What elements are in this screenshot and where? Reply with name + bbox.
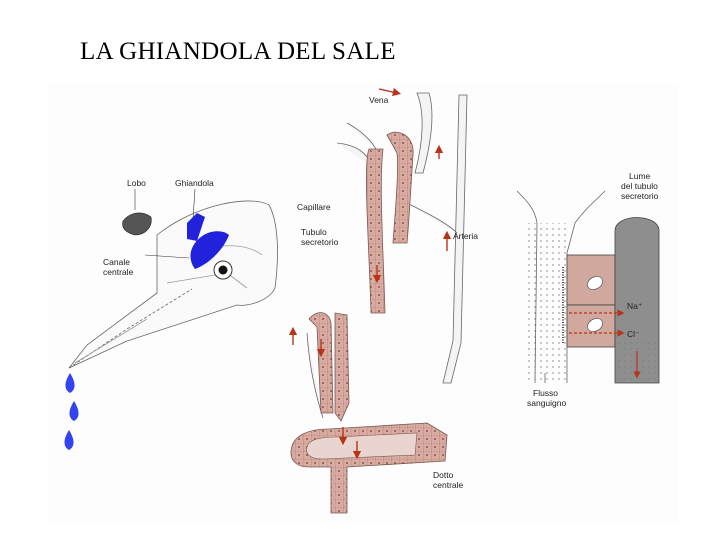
flusso-label-2: sanguigno: [527, 398, 567, 408]
dotto-label-2: centrale: [433, 480, 464, 490]
bird-head: [69, 201, 277, 368]
lume-label-2: del tubulo: [621, 181, 658, 191]
tubulo-label-1: Tubulo: [301, 227, 327, 237]
lobo-label: Lobo: [127, 178, 146, 188]
secretory-tubule: [309, 132, 413, 421]
arteria-label: Arteria: [453, 231, 478, 241]
tubulo-label-2: secretorio: [301, 237, 339, 247]
canale-label-1: Canale: [103, 257, 130, 267]
dotto-label-1: Dotto: [433, 470, 454, 480]
vena-label: Vena: [369, 95, 389, 105]
cl-label: Cl⁻: [627, 329, 640, 339]
canale-label-2: centrale: [103, 267, 134, 277]
salt-gland-figure: Lobo Ghiandola Canale centrale Vena Capi…: [47, 83, 678, 523]
salt-drop-1: [65, 373, 74, 393]
ghiandola-label: Ghiandola: [175, 178, 214, 188]
page-title: LA GHIANDOLA DEL SALE: [80, 38, 396, 66]
salt-drop-3: [64, 430, 73, 450]
salt-drop-2: [69, 401, 78, 421]
flusso-label-1: Flusso: [533, 388, 558, 398]
salt-gland-diagram: Lobo Ghiandola Canale centrale Vena Capi…: [47, 83, 678, 523]
lume-label-1: Lume: [629, 171, 651, 181]
na-label: Na⁺: [627, 301, 643, 311]
capillare-label: Capillare: [297, 202, 331, 212]
lobo-shape: [123, 213, 152, 235]
lume-label-3: secretorio: [621, 191, 659, 201]
